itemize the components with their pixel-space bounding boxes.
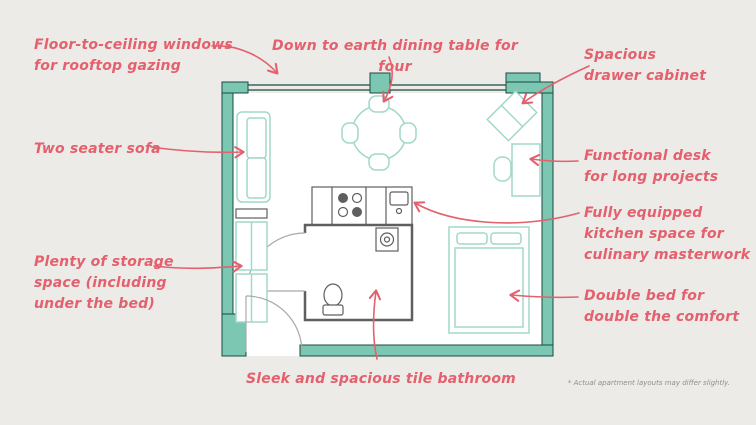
- disclaimer-note: * Actual apartment layouts may differ sl…: [567, 379, 730, 387]
- bathroom: [246, 223, 414, 322]
- pillow: [456, 232, 488, 245]
- storage-shelf: [235, 208, 268, 219]
- annotation-kitchen: Fully equipped kitchen space for culinar…: [584, 205, 751, 263]
- annotation-sofa: Two seater sofa: [34, 141, 161, 157]
- two-seater-sofa: [236, 111, 271, 203]
- window-right: [390, 84, 506, 91]
- annotation-bed: Double bed for double the comfort: [584, 288, 740, 325]
- annotation-desk: Functional desk for long projects: [584, 148, 719, 185]
- double-bed: [448, 226, 530, 334]
- stove-burners: [337, 192, 363, 218]
- desk-chair: [493, 156, 512, 182]
- annotation-cabinet: Spacious drawer cabinet: [584, 47, 707, 84]
- annotation-windows: Floor-to-ceiling windows for rooftop gaz…: [34, 37, 233, 74]
- toilet: [322, 283, 344, 316]
- arrow-sofa: [150, 146, 245, 159]
- dining-chair: [399, 122, 417, 144]
- arrow-dining: [382, 56, 394, 103]
- arrow-bathroom: [368, 289, 382, 360]
- arrow-storage: [153, 260, 243, 273]
- dining-chair: [341, 122, 359, 144]
- kitchen-sink: [389, 191, 409, 215]
- arrow-bed: [509, 289, 579, 302]
- arrow-cabinet: [521, 65, 590, 105]
- arrow-windows: [211, 45, 279, 75]
- washing-machine: [375, 227, 399, 252]
- arrow-kitchen: [413, 201, 580, 224]
- kitchen-counter: [311, 186, 413, 226]
- window-left: [248, 84, 370, 91]
- entry-threshold: [246, 345, 300, 356]
- annotation-storage: Plenty of storage space (including under…: [34, 254, 174, 312]
- annotation-arrows: [150, 45, 590, 360]
- annotation-bathroom: Sleek and spacious tile bathroom: [246, 371, 516, 387]
- entry-door: [245, 295, 303, 353]
- pillow: [490, 232, 522, 245]
- desk: [493, 143, 541, 197]
- annotation-dining: Down to earth dining table for four: [272, 38, 518, 75]
- arrow-desk: [529, 153, 579, 167]
- dining-chair: [368, 153, 390, 171]
